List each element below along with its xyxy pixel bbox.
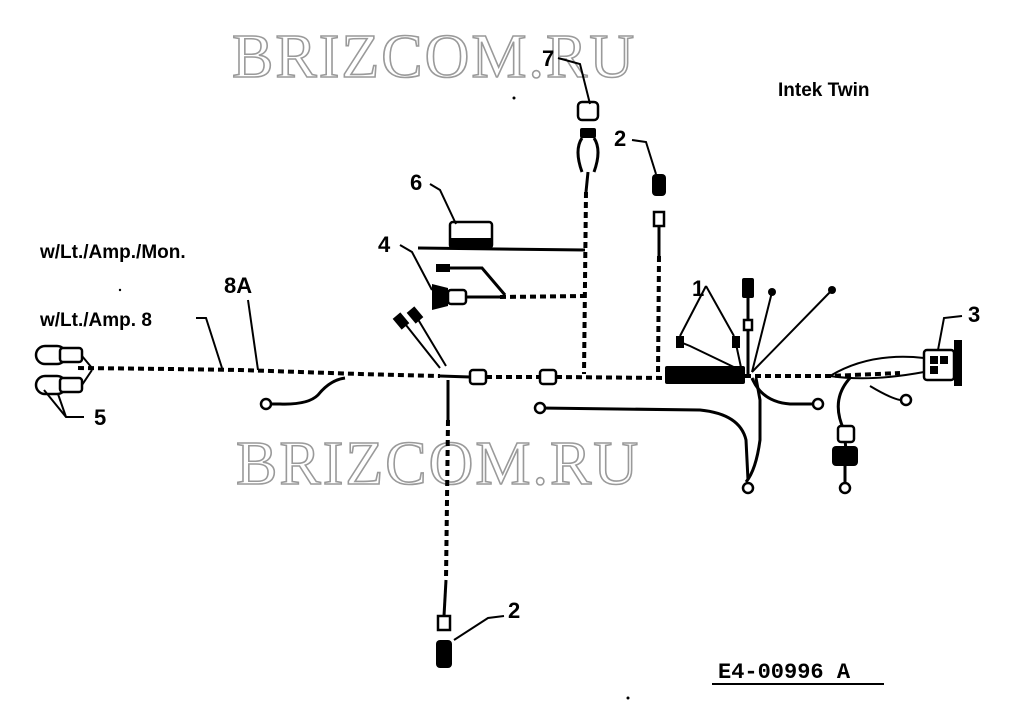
callout-2-bottom-leader bbox=[453, 615, 505, 641]
sensor-bottom bbox=[436, 380, 452, 668]
callout-7-leader bbox=[557, 57, 591, 105]
callout-7: 7 bbox=[542, 46, 554, 71]
callout-8A-leader bbox=[247, 299, 259, 371]
scan-speck bbox=[512, 96, 516, 100]
callout-8A: 8A bbox=[224, 273, 252, 298]
callout-6-leader bbox=[429, 183, 457, 225]
callout-3: 3 bbox=[968, 302, 980, 327]
spade-terminals bbox=[676, 278, 836, 374]
switch-connectors bbox=[392, 264, 586, 369]
callout-1: 1 bbox=[692, 276, 704, 301]
callout-4-leader bbox=[399, 244, 433, 291]
harness-sleeve bbox=[665, 366, 745, 384]
watermark-middle: BRIZCOM.RU bbox=[236, 430, 640, 498]
callout-2-top-leader bbox=[631, 139, 657, 175]
scan-speck bbox=[626, 696, 630, 700]
drawing-code: E4-00996 A bbox=[718, 660, 851, 685]
callout-2-bottom: 2 bbox=[508, 598, 520, 623]
scan-speck bbox=[118, 288, 122, 292]
top-connector-branch bbox=[576, 100, 600, 375]
callout-1-leader bbox=[679, 285, 735, 337]
main-harness-trunk bbox=[77, 366, 901, 386]
option-label-lt-amp-8: w/Lt./Amp. 8 bbox=[39, 310, 152, 331]
engine-title: Intek Twin bbox=[778, 80, 869, 101]
callout-4: 4 bbox=[378, 232, 391, 257]
module-component bbox=[417, 220, 586, 252]
ring-terminal-left bbox=[259, 397, 273, 411]
callout-5: 5 bbox=[94, 405, 106, 430]
headlight-bulbs bbox=[34, 344, 93, 396]
option-label-lt-amp-mon: w/Lt./Amp./Mon. bbox=[39, 242, 186, 263]
callout-2-top: 2 bbox=[614, 126, 626, 151]
callout-3-leader bbox=[937, 315, 963, 351]
sensor-top bbox=[652, 174, 666, 375]
option-8-leader bbox=[196, 317, 223, 369]
ground-wire-left bbox=[270, 376, 346, 406]
callout-6: 6 bbox=[410, 170, 422, 195]
right-branches bbox=[533, 376, 913, 495]
watermark-top: BRIZCOM.RU bbox=[232, 23, 636, 91]
